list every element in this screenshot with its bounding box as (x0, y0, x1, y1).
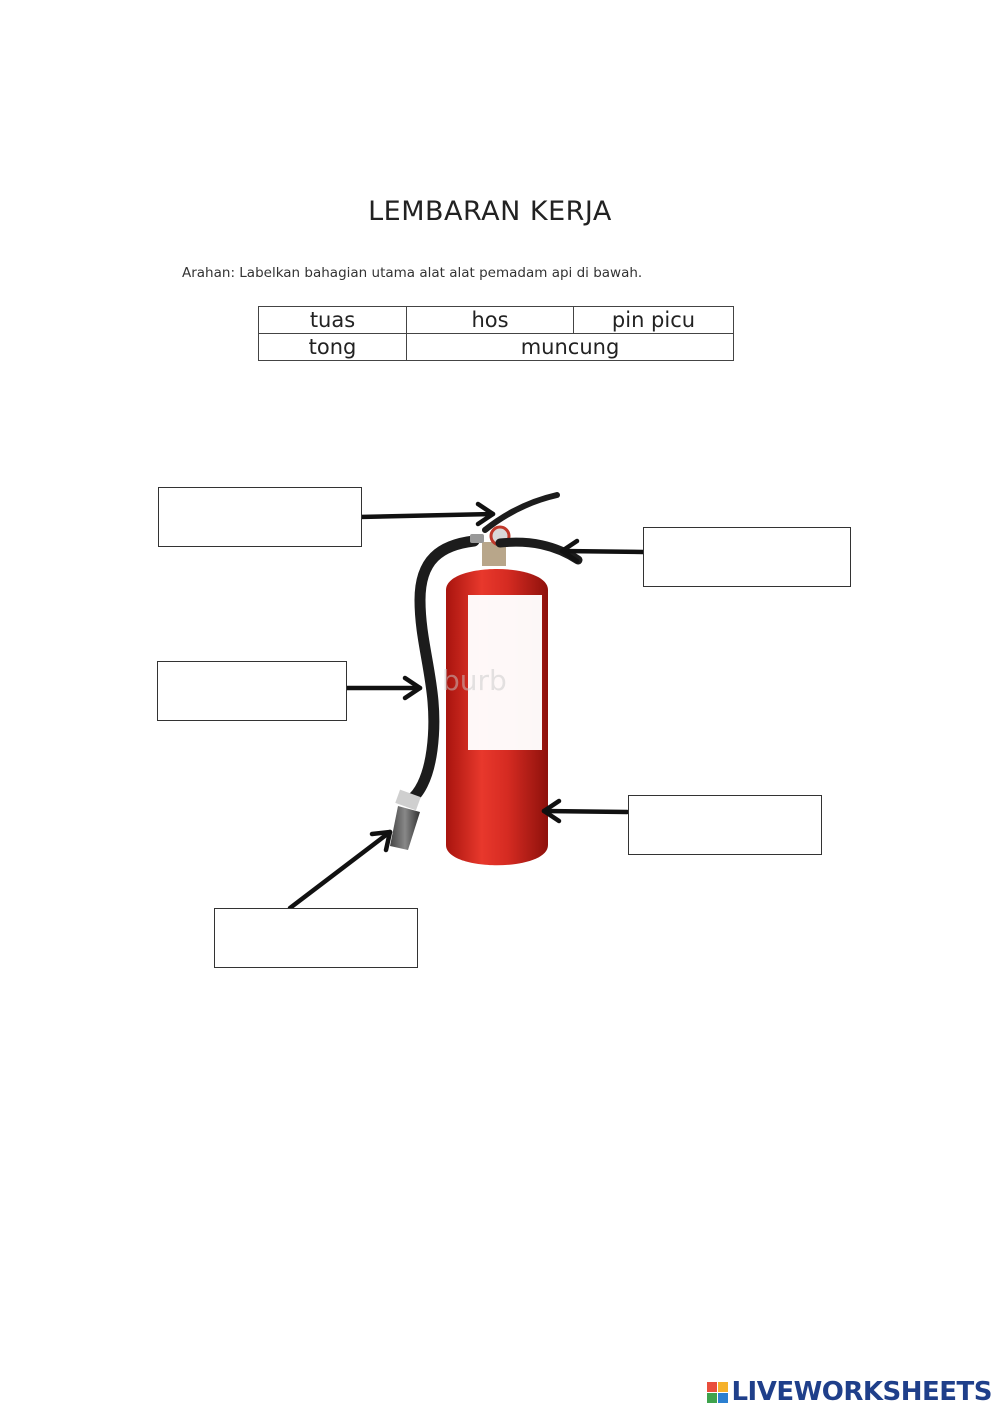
page-title: LEMBARAN KERJA (368, 196, 612, 227)
instruction-text: Arahan: Labelkan bahagian utama alat ala… (182, 265, 643, 281)
arrowhead-icon (402, 675, 423, 701)
nozzle-tip-shape (390, 806, 420, 850)
arrow-line (356, 511, 496, 520)
word-bank-cell: tong (258, 333, 407, 361)
footer-logo[interactable]: LIVEWORKSHEETS (707, 1377, 992, 1407)
arrowhead-icon (369, 829, 393, 853)
answer-box-body[interactable] (628, 795, 822, 855)
logo-text: LIVEWORKSHEETS (731, 1377, 992, 1407)
arrow-line (287, 829, 393, 911)
word-bank-table: tuas hos pin picu tong muncung (258, 306, 734, 361)
answer-box-handle[interactable] (643, 527, 851, 587)
answer-box-lever[interactable] (158, 487, 362, 547)
lever-shape (482, 492, 560, 533)
arrow-line (541, 808, 630, 815)
answer-box-hose[interactable] (157, 661, 347, 721)
pin-shape (470, 534, 484, 543)
arrow-line (559, 548, 646, 555)
arrowhead-icon (541, 798, 562, 824)
word-bank-row: tuas hos pin picu (258, 306, 734, 334)
nozzle-shape (395, 789, 421, 811)
word-bank-cell: muncung (406, 333, 734, 361)
hose-shape (404, 535, 480, 806)
watermark-text: burb (442, 664, 507, 697)
word-bank-row: tong muncung (258, 333, 734, 361)
arrowhead-icon (475, 501, 496, 527)
arrowhead-icon (559, 538, 580, 564)
answer-box-nozzle[interactable] (214, 908, 418, 968)
liveworksheets-grid-icon (707, 1381, 729, 1403)
cylinder-label-shape (468, 595, 542, 750)
